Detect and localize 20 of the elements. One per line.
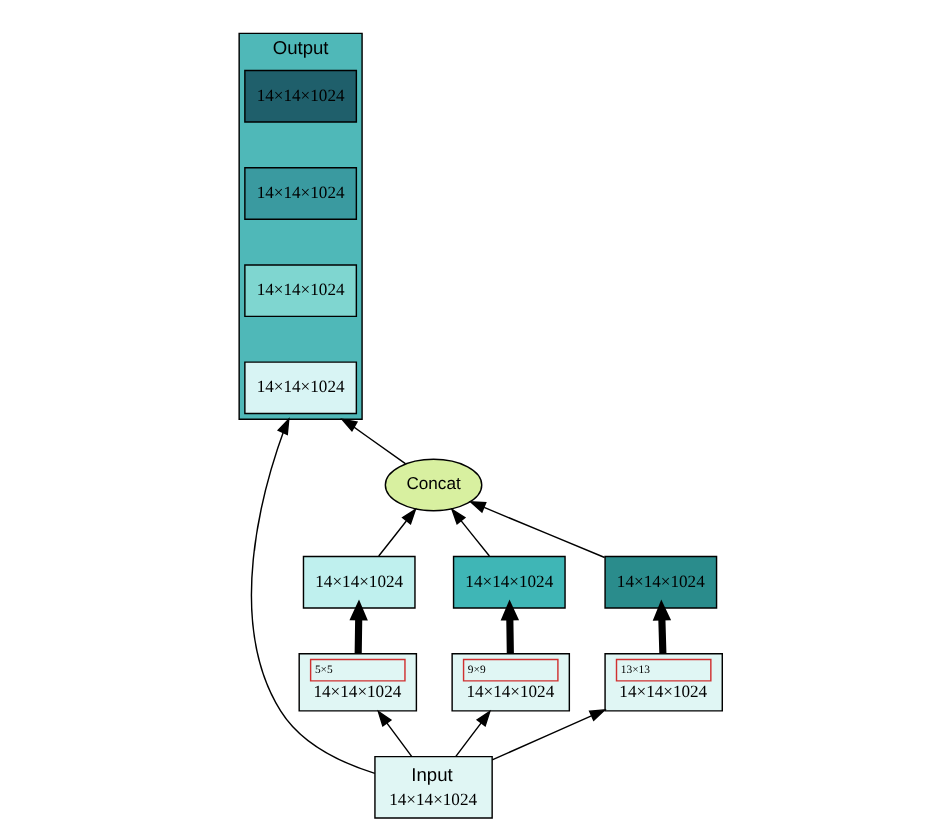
arrow bbox=[449, 507, 490, 557]
arrow bbox=[499, 599, 519, 654]
node-box: 14×14×1024 bbox=[243, 167, 357, 220]
arrow bbox=[454, 709, 491, 758]
node-box: Input 14×14×1024 bbox=[373, 755, 492, 819]
arrow bbox=[339, 418, 406, 465]
node-box: 14×14×1024 bbox=[243, 361, 357, 415]
arrow bbox=[651, 599, 671, 654]
node-box: 14×14×1024 bbox=[603, 555, 717, 609]
node-box: 14×14×1024 bbox=[451, 555, 565, 609]
arrow bbox=[467, 501, 605, 559]
node-ellipse: Concat bbox=[383, 458, 482, 512]
arrow bbox=[376, 709, 412, 758]
arrow bbox=[377, 507, 416, 557]
node-box: 14×14×1024 bbox=[243, 264, 357, 318]
arrow bbox=[249, 417, 375, 775]
node-box: 14×14×1024 bbox=[243, 69, 357, 123]
arrow bbox=[490, 709, 606, 761]
node-box: 14×14×1024 bbox=[301, 555, 415, 609]
arrow bbox=[348, 599, 367, 654]
